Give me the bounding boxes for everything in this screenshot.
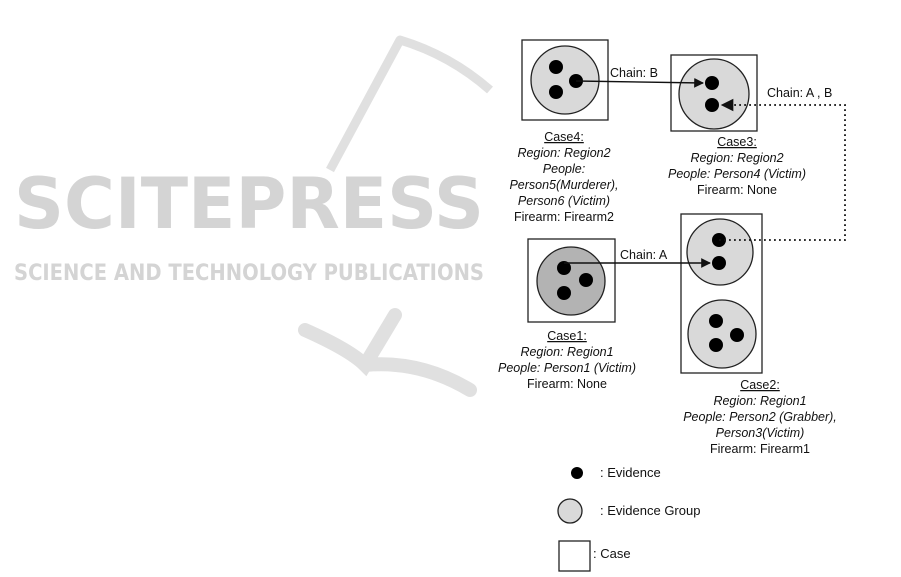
- evidence-group: [536, 246, 606, 316]
- watermark-map-outline: [326, 35, 493, 173]
- evidence-dot: [557, 261, 571, 275]
- case-people: Person6 (Victim): [518, 194, 610, 208]
- case-firearm: Firearm: Firearm1: [710, 442, 810, 456]
- case-region: Region: Region1: [713, 394, 806, 408]
- evidence-dot: [549, 60, 563, 74]
- legend: : Evidence : Evidence Group : Case: [557, 465, 700, 572]
- legend-case-label: : Case: [593, 546, 631, 561]
- evidence-group: [687, 299, 757, 369]
- case-people: Person5(Murderer),: [509, 178, 618, 192]
- evidence-dot: [709, 314, 723, 328]
- evidence-group: [530, 45, 600, 115]
- chain-b-arrow: [575, 77, 704, 88]
- case-title: Case2:: [740, 378, 780, 392]
- legend-evidence-label: : Evidence: [600, 465, 661, 480]
- case3: [670, 54, 758, 132]
- case-people: People:: [543, 162, 585, 176]
- case2-label: Case2: Region: Region1 People: Person2 (…: [683, 378, 837, 456]
- evidence-dot: [549, 85, 563, 99]
- watermark-subtitle: SCIENCE AND TECHNOLOGY PUBLICATIONS: [14, 261, 484, 286]
- case-people: People: Person1 (Victim): [498, 361, 636, 375]
- case4: [521, 39, 609, 121]
- case2: [680, 213, 763, 374]
- chain-a-b-label: Chain: A , B: [767, 86, 832, 100]
- case1: [527, 238, 616, 323]
- chain-a: Chain: A: [564, 248, 711, 268]
- evidence-dot: [712, 256, 726, 270]
- case-region: Region: Region1: [520, 345, 613, 359]
- evidence-dot: [709, 338, 723, 352]
- chain-b: Chain: B: [575, 66, 704, 88]
- case-title: Case3:: [717, 135, 757, 149]
- case-title: Case1:: [547, 329, 587, 343]
- chain-a-label: Chain: A: [620, 248, 668, 262]
- legend-evidence-group-icon: [557, 498, 583, 524]
- evidence-group: [686, 218, 754, 286]
- evidence-dot: [730, 328, 744, 342]
- case-people: People: Person2 (Grabber),: [683, 410, 837, 424]
- case-people: People: Person4 (Victim): [668, 167, 806, 181]
- case-region: Region: Region2: [690, 151, 783, 165]
- case-title: Case4:: [544, 130, 584, 144]
- watermark-title: SCITEPRESS: [14, 163, 484, 245]
- case-people: Person3(Victim): [716, 426, 805, 440]
- legend-case-icon: [558, 540, 591, 572]
- legend-evidence-group-label: : Evidence Group: [600, 503, 700, 518]
- chain-b-label: Chain: B: [610, 66, 658, 80]
- case4-label: Case4: Region: Region2 People: Person5(M…: [509, 130, 618, 224]
- evidence-dot: [579, 273, 593, 287]
- case-firearm: Firearm: None: [697, 183, 777, 197]
- watermark-map-stroke-2: [298, 308, 477, 397]
- case3-label: Case3: Region: Region2 People: Person4 (…: [668, 135, 806, 197]
- legend-evidence-icon: [571, 467, 583, 479]
- evidence-dot: [705, 76, 719, 90]
- case-region: Region: Region2: [517, 146, 610, 160]
- evidence-dot: [557, 286, 571, 300]
- case1-label: Case1: Region: Region1 People: Person1 (…: [498, 329, 636, 391]
- chain-a-b: Chain: A , B: [719, 86, 846, 241]
- evidence-group: [678, 58, 750, 130]
- evidence-dot: [705, 98, 719, 112]
- case-firearm: Firearm: Firearm2: [514, 210, 614, 224]
- watermark: SCITEPRESS SCIENCE AND TECHNOLOGY PUBLIC…: [14, 35, 493, 397]
- case-firearm: Firearm: None: [527, 377, 607, 391]
